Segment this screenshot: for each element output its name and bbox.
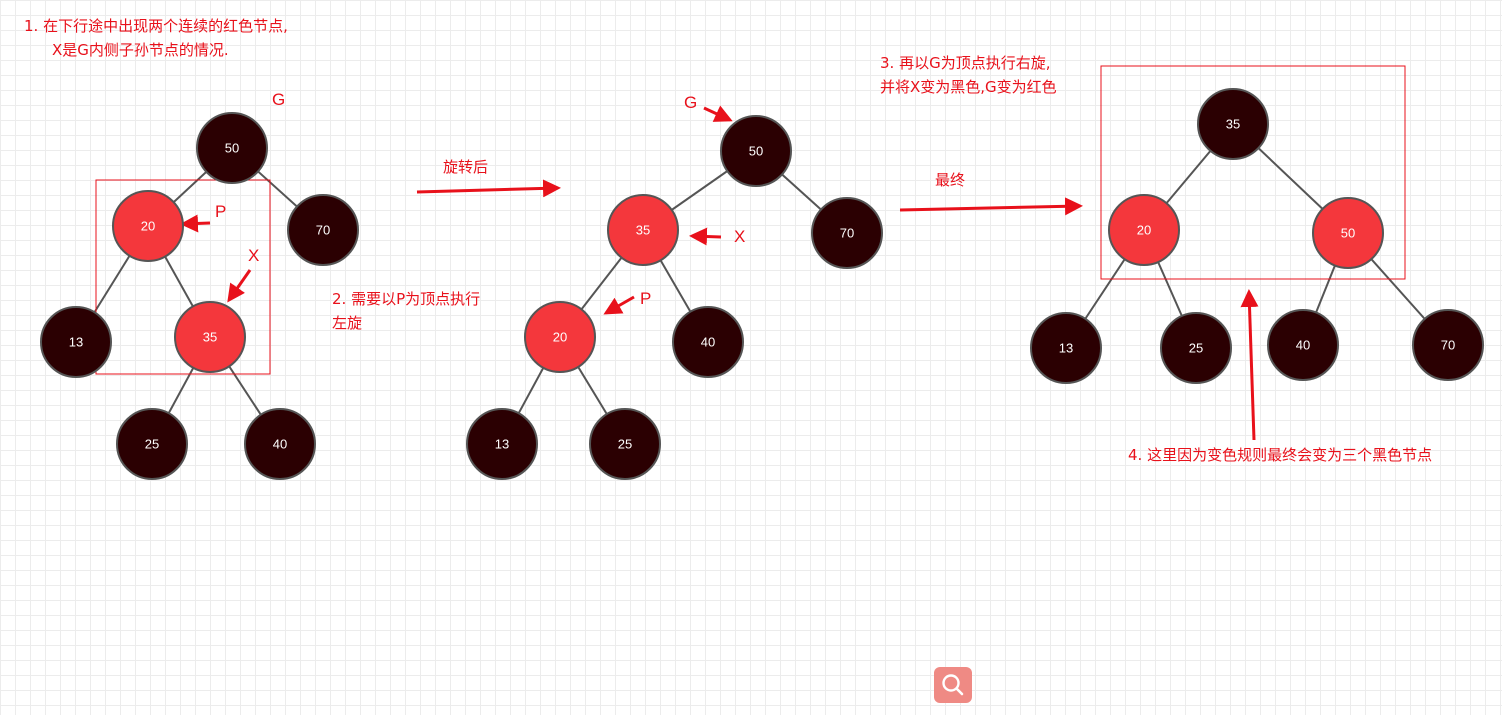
node-circle (811, 197, 883, 269)
tree3-node-25: 25 (1160, 312, 1232, 384)
node-label: 40 (1296, 338, 1310, 353)
arrow-g-tree2 (703, 105, 733, 122)
label-x-tree2: X (734, 227, 746, 246)
tree2-node-40: 40 (672, 306, 744, 378)
arrow-rotation (416, 179, 561, 198)
tree3-node-40: 40 (1267, 309, 1339, 381)
arrow-step4 (1240, 289, 1259, 441)
node-circle (1160, 312, 1232, 384)
node-label: 70 (1441, 338, 1455, 353)
node-circle (524, 301, 596, 373)
node-label: 40 (701, 335, 715, 350)
final-label: 最终 (935, 171, 966, 189)
node-circle (1030, 312, 1102, 384)
node-label: 35 (636, 223, 650, 238)
tree1-node-70: 70 (287, 194, 359, 266)
node-circle (672, 306, 744, 378)
node-circle (466, 408, 538, 480)
tree1-node-40: 40 (244, 408, 316, 480)
node-label: 13 (69, 335, 83, 350)
tree1-node-20: 20 (112, 190, 184, 262)
tree3-node-50: 50 (1312, 197, 1384, 269)
step2-text-line1: 2. 需要以P为顶点执行 (332, 290, 481, 308)
node-label: 25 (618, 437, 632, 452)
after-rotation-label: 旋转后 (443, 158, 489, 176)
node-circle (116, 408, 188, 480)
node-circle (1312, 197, 1384, 269)
tree3-node-35: 35 (1197, 88, 1269, 160)
arrow-p-tree2 (603, 295, 635, 315)
node-circle (1412, 309, 1484, 381)
tree3-node-20: 20 (1108, 194, 1180, 266)
node-circle (112, 190, 184, 262)
step3-text-line1: 3. 再以G为顶点执行右旋, (880, 54, 1051, 72)
step3-text-line2: 并将X变为黑色,G变为红色 (880, 78, 1057, 96)
tree1-node-50: 50 (196, 112, 268, 184)
node-label: 25 (145, 437, 159, 452)
tree1-node-35: 35 (174, 301, 246, 373)
tree1-node-13: 13 (40, 306, 112, 378)
tree3-node-70: 70 (1412, 309, 1484, 381)
node-label: 13 (495, 437, 509, 452)
tree2-node-13: 13 (466, 408, 538, 480)
node-label: 35 (203, 330, 217, 345)
arrow-final (899, 197, 1083, 216)
node-circle (287, 194, 359, 266)
node-label: 70 (840, 226, 854, 241)
tree1-node-25: 25 (116, 408, 188, 480)
tree2-node-25: 25 (589, 408, 661, 480)
node-circle (1267, 309, 1339, 381)
tree2-node-70: 70 (811, 197, 883, 269)
node-label: 20 (1137, 223, 1151, 238)
node-circle (1108, 194, 1180, 266)
node-circle (244, 408, 316, 480)
node-label: 25 (1189, 341, 1203, 356)
tree3-node-13: 13 (1030, 312, 1102, 384)
label-p-tree1: P (215, 202, 227, 221)
node-label: 70 (316, 223, 330, 238)
arrow-x-tree1 (227, 269, 252, 303)
node-label: 50 (749, 144, 763, 159)
tree2-node-20: 20 (524, 301, 596, 373)
arrow-p-tree1 (180, 214, 211, 233)
node-label: 20 (553, 330, 567, 345)
arrow-x-tree2 (689, 227, 722, 246)
node-circle (1197, 88, 1269, 160)
highlight-box-tree3 (1100, 65, 1406, 280)
tree2-node-50: 50 (720, 115, 792, 187)
node-circle (40, 306, 112, 378)
node-label: 50 (1341, 226, 1355, 241)
node-label: 20 (141, 219, 155, 234)
node-circle (589, 408, 661, 480)
node-label: 13 (1059, 341, 1073, 356)
step4-text: 4. 这里因为变色规则最终会变为三个黑色节点 (1128, 446, 1433, 464)
search-button[interactable] (934, 667, 972, 703)
label-x-tree1: X (248, 246, 260, 265)
label-g-tree1: G (272, 90, 286, 109)
label-p-tree2: P (640, 289, 652, 308)
step1-text-line2: X是G内侧子孙节点的情况. (52, 41, 229, 59)
node-label: 35 (1226, 117, 1240, 132)
tree2-node-35: 35 (607, 194, 679, 266)
node-circle (720, 115, 792, 187)
node-circle (607, 194, 679, 266)
node-circle (174, 301, 246, 373)
node-label: 50 (225, 141, 239, 156)
magnifier-icon (942, 674, 964, 696)
label-g-tree2: G (684, 93, 698, 112)
step2-text-line2: 左旋 (332, 314, 363, 332)
node-circle (196, 112, 268, 184)
step1-text-line1: 1. 在下行途中出现两个连续的红色节点, (24, 17, 288, 35)
highlight-box-tree1 (95, 179, 271, 375)
node-label: 40 (273, 437, 287, 452)
